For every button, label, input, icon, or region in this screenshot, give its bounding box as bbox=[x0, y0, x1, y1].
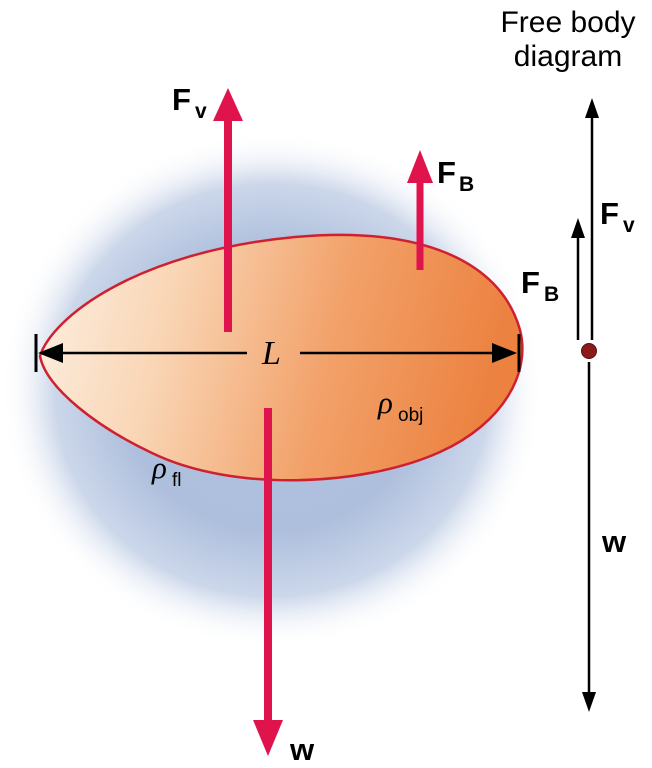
object-density-label-sub: obj bbox=[398, 405, 423, 426]
weight-label: w bbox=[289, 732, 315, 767]
viscous-force-label-sub: v bbox=[195, 100, 207, 123]
viscous-force-arrow bbox=[213, 88, 243, 332]
length-arrowhead-right bbox=[492, 343, 517, 363]
fbd-buoyant-force-label-sub: B bbox=[544, 283, 559, 306]
fbd-buoyant-force-label: F bbox=[521, 265, 540, 300]
fbd-viscous-force-label: F bbox=[600, 196, 619, 231]
weight-arrowhead bbox=[253, 720, 283, 756]
buoyant-force-label: F bbox=[437, 155, 456, 190]
buoyant-force-arrowhead bbox=[407, 150, 433, 183]
viscous-force-arrowhead bbox=[213, 88, 243, 121]
buoyant-force-label-sub: B bbox=[459, 173, 474, 196]
fbd-weight-arrowhead bbox=[582, 692, 596, 712]
fluid-density-label: ρ bbox=[151, 450, 167, 485]
fbd-title-line2: diagram bbox=[514, 40, 622, 73]
fbd-buoyant-force-arrow bbox=[571, 218, 585, 340]
fbd-point-dot bbox=[581, 343, 597, 359]
object-density-label: ρ bbox=[377, 385, 393, 420]
fbd-title-line1: Free body bbox=[500, 6, 635, 39]
weight-arrow bbox=[253, 408, 283, 756]
object-shape bbox=[38, 233, 524, 482]
buoyant-force-arrow bbox=[407, 150, 433, 270]
length-arrowhead-left bbox=[38, 343, 63, 363]
length-label: L bbox=[261, 335, 281, 372]
fbd-buoyant-force-arrowhead bbox=[571, 218, 585, 238]
fbd-weight-arrow bbox=[582, 362, 596, 712]
fbd-viscous-force-arrowhead bbox=[585, 98, 599, 118]
fluid-density-label-sub: fl bbox=[172, 470, 182, 491]
fbd-weight-label: w bbox=[601, 524, 627, 559]
viscous-force-label: F bbox=[172, 82, 191, 117]
fbd-viscous-force-label-sub: v bbox=[623, 214, 635, 237]
fbd-viscous-force-arrow bbox=[585, 98, 599, 340]
length-dimension-arrow bbox=[34, 334, 521, 372]
